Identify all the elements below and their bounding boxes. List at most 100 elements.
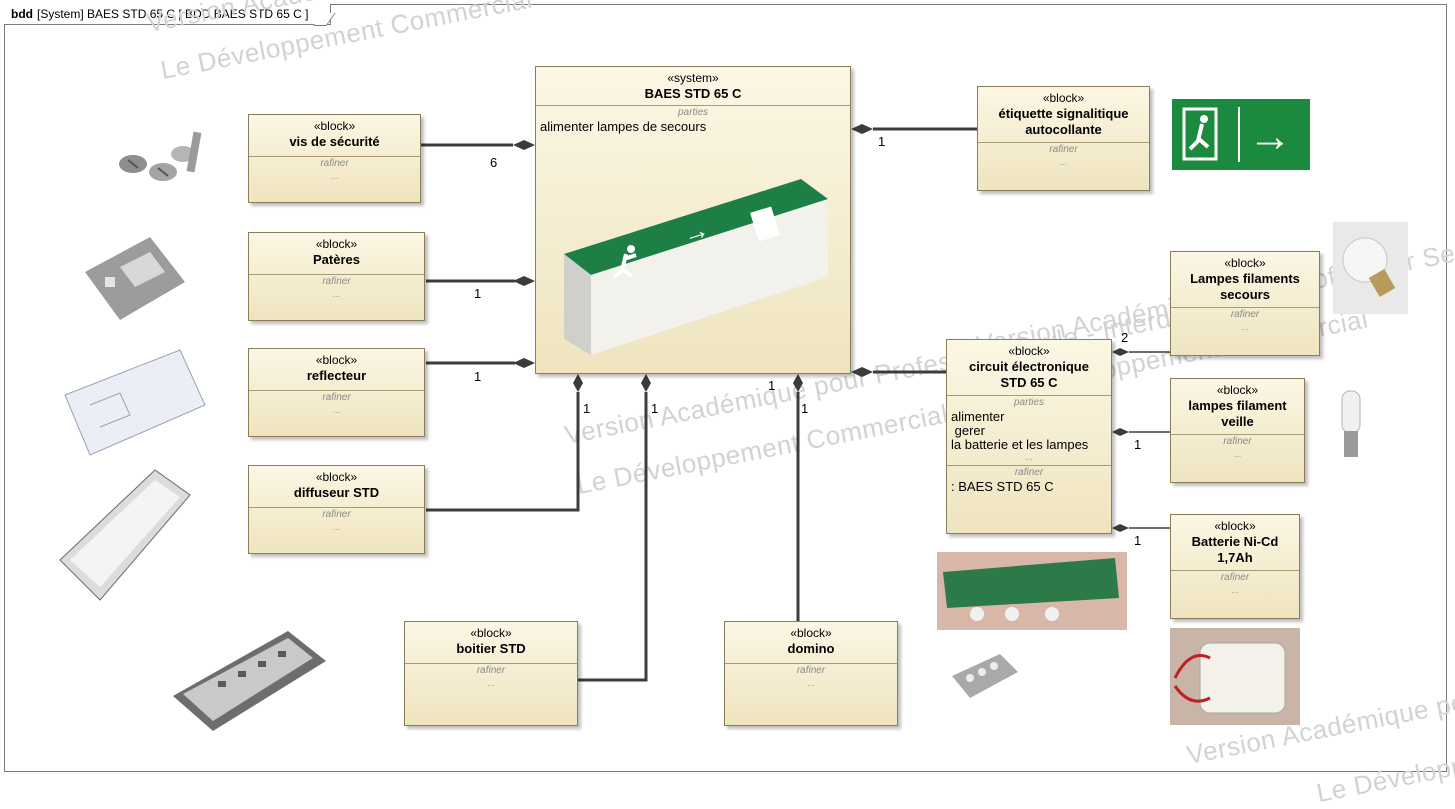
compartment-label: parties (947, 396, 1111, 410)
multiplicity-lampes-veille: 1 (1134, 437, 1141, 452)
diamond-circuit (851, 367, 873, 377)
block-circuit-electronique[interactable]: «block» circuit électronique STD 65 C pa… (946, 339, 1112, 534)
compartment-label: rafiner (249, 391, 424, 405)
compartment-label: rafiner (1171, 571, 1299, 585)
screws-image (108, 124, 218, 192)
pateres-part-image (80, 232, 190, 322)
multiplicity-reflecteur: 1 (474, 369, 481, 384)
compartment-dots: ... (947, 452, 1111, 462)
block-name: 1,7Ah (1171, 550, 1299, 566)
block-batterie-ni-cd[interactable]: «block» Batterie Ni-Cd 1,7Ah rafiner ... (1170, 514, 1300, 619)
block-name: domino (725, 641, 897, 657)
block-stereotype: «system» (536, 70, 850, 86)
exit-luminaire-image: → (556, 179, 831, 355)
block-etiquette-signalitique[interactable]: «block» étiquette signalitique autocolla… (977, 86, 1150, 191)
link-diffuseur (426, 392, 578, 510)
compartment-label: rafiner (1171, 308, 1319, 322)
block-domino[interactable]: «block» domino rafiner ... (724, 621, 898, 726)
compartment-dots: ... (249, 171, 420, 181)
diamond-lampes-veille (1112, 428, 1129, 436)
diamond-batterie (1112, 524, 1129, 532)
diffuseur-part-image (55, 465, 195, 605)
block-name: vis de sécurité (249, 134, 420, 150)
compartment-label: rafiner (405, 664, 577, 678)
block-stereotype: «block» (249, 352, 424, 368)
compartment-label: rafiner (1171, 435, 1304, 449)
block-name: autocollante (978, 122, 1149, 138)
block-stereotype: «block» (1171, 518, 1299, 534)
multiplicity-etiquette: 1 (878, 134, 885, 149)
block-stereotype: «block» (405, 625, 577, 641)
multiplicity-vis: 6 (490, 155, 497, 170)
compartment-label: rafiner (249, 157, 420, 171)
multiplicity-boitier: 1 (651, 401, 658, 416)
domino-part-image (948, 650, 1022, 702)
diamond-etiquette (851, 124, 873, 134)
block-name: boitier STD (405, 641, 577, 657)
bulb-veille-image (1337, 389, 1365, 461)
part-item: alimenter (947, 410, 1111, 424)
block-lampes-filaments-secours[interactable]: «block» Lampes filaments secours rafiner… (1170, 251, 1320, 356)
running-man-icon (627, 245, 635, 253)
block-name: Patères (249, 252, 424, 268)
block-name: Batterie Ni-Cd (1171, 534, 1299, 550)
compartment-label: rafiner (725, 664, 897, 678)
compartment-label: rafiner (249, 275, 424, 289)
block-stereotype: «block» (1171, 255, 1319, 271)
exit-sign-image: → (1172, 99, 1310, 170)
reflecteur-part-image (60, 345, 210, 460)
link-boitier (578, 392, 646, 680)
compartment-dots: ... (249, 405, 424, 415)
compartment-dots: ... (405, 678, 577, 688)
multiplicity-pateres: 1 (474, 286, 481, 301)
block-stereotype: «block» (725, 625, 897, 641)
part-item: gerer (947, 424, 1111, 438)
diamond-boitier (641, 374, 651, 392)
compartment-label: rafiner (249, 508, 424, 522)
multiplicity-diffuseur: 1 (583, 401, 590, 416)
multiplicity-system-top: 1 (768, 378, 775, 393)
block-stereotype: «block» (978, 90, 1149, 106)
compartment-dots: ... (249, 522, 424, 532)
diamond-diffuseur (573, 374, 583, 392)
block-name: reflecteur (249, 368, 424, 384)
block-lampes-filament-veille[interactable]: «block» lampes filament veille rafiner .… (1170, 378, 1305, 483)
diamond-domino (793, 374, 803, 392)
compartment-label: rafiner (947, 466, 1111, 480)
circuit-board-image (937, 552, 1127, 630)
compartment-dots: ... (1171, 585, 1299, 595)
refine-item: : BAES STD 65 C (947, 480, 1111, 494)
block-name: circuit électronique (947, 359, 1111, 375)
diamond-lampes-secours (1112, 348, 1129, 356)
compartment-label: parties (536, 106, 850, 120)
compartment-dots: ... (725, 678, 897, 688)
block-stereotype: «block» (1171, 382, 1304, 398)
block-stereotype: «block» (249, 118, 420, 134)
block-name: STD 65 C (947, 375, 1111, 391)
part-item: alimenter lampes de secours (536, 120, 850, 134)
compartment-label: rafiner (978, 143, 1149, 157)
part-item: la batterie et les lampes (947, 438, 1111, 452)
block-stereotype: «block» (947, 343, 1111, 359)
block-name: secours (1171, 287, 1319, 303)
multiplicity-domino: 1 (801, 401, 808, 416)
block-name: veille (1171, 414, 1304, 430)
block-stereotype: «block» (249, 236, 424, 252)
block-name: étiquette signalitique (978, 106, 1149, 122)
block-pateres[interactable]: «block» Patères rafiner ... (248, 232, 425, 321)
multiplicity-batterie: 1 (1134, 533, 1141, 548)
block-boitier-std[interactable]: «block» boitier STD rafiner ... (404, 621, 578, 726)
diamond-pateres (513, 276, 535, 286)
block-reflecteur[interactable]: «block» reflecteur rafiner ... (248, 348, 425, 437)
diamond-vis (513, 140, 535, 150)
block-name: BAES STD 65 C (536, 86, 850, 102)
compartment-dots: ... (978, 157, 1149, 167)
block-name: Lampes filaments (1171, 271, 1319, 287)
compartment-dots: ... (1171, 449, 1304, 459)
block-name: diffuseur STD (249, 485, 424, 501)
multiplicity-lampes-secours: 2 (1121, 330, 1128, 345)
boitier-part-image (168, 626, 330, 736)
block-diffuseur-std[interactable]: «block» diffuseur STD rafiner ... (248, 465, 425, 554)
block-vis-de-securite[interactable]: «block» vis de sécurité rafiner ... (248, 114, 421, 203)
system-block[interactable]: «system» BAES STD 65 C parties alimenter… (535, 66, 851, 374)
